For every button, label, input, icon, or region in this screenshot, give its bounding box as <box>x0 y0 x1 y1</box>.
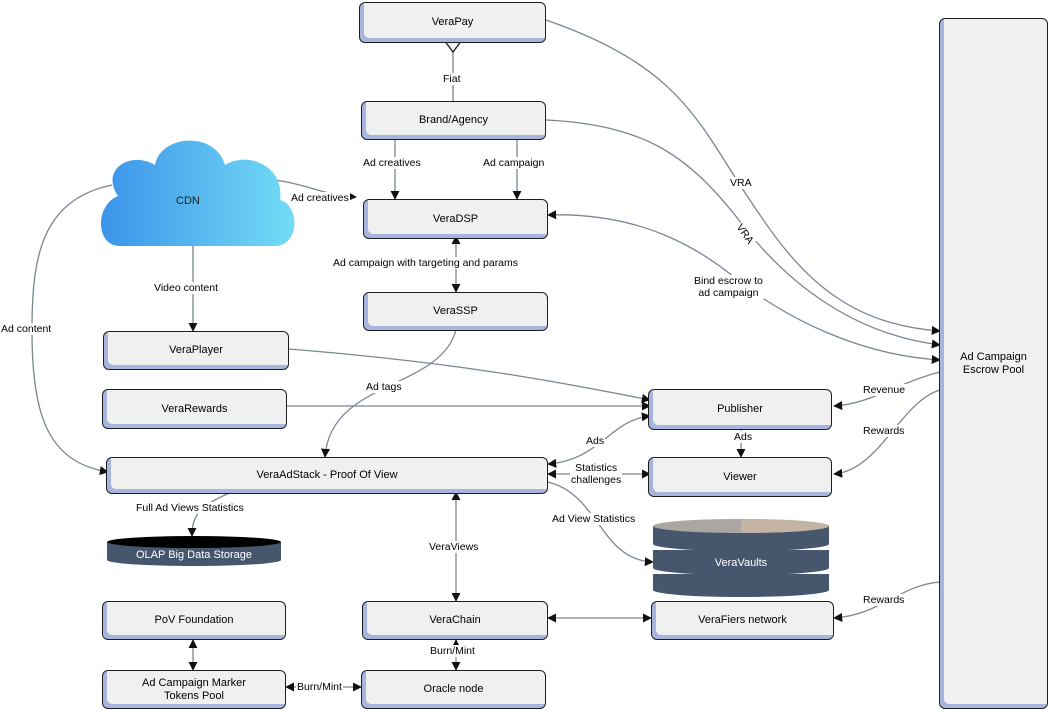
pov-foundation-label: PoV Foundation <box>154 614 234 626</box>
label-ad-view-stats: Ad View Statistics <box>551 513 637 525</box>
marker-pool-label: Ad Campaign Marker Tokens Pool <box>142 676 246 702</box>
veravaults-storage-icon <box>653 519 829 597</box>
label-burn-mint-chain: Burn/Mint <box>429 645 476 657</box>
publisher-label: Publisher <box>717 403 763 415</box>
label-targeting: Ad campaign with targeting and params <box>332 257 520 269</box>
label-burn-mint-pool: Burn/Mint <box>296 681 343 693</box>
veradsp-label: VeraDSP <box>432 212 479 225</box>
verafiers-node: VeraFiers network <box>651 601 834 640</box>
label-ad-tags: Ad tags <box>365 381 403 393</box>
verassp-label: VeraSSP <box>433 305 478 317</box>
adstack-node: VeraAdStack - Proof Of View <box>106 457 548 494</box>
oracle-label: Oracle node <box>423 683 484 695</box>
viewer-node: Viewer <box>648 457 832 497</box>
adstack-label: VeraAdStack - Proof Of View <box>256 469 398 481</box>
veradsp-node: VeraDSP <box>363 199 548 239</box>
verapay-node: VeraPay <box>359 2 546 43</box>
label-vra-1: VRA <box>729 177 753 189</box>
veraplayer-node: VeraPlayer <box>103 331 289 370</box>
verassp-node: VeraSSP <box>363 292 548 331</box>
olap-storage-icon <box>107 536 281 566</box>
edge-full-stats <box>187 491 233 537</box>
cdn-label: CDN <box>176 195 200 207</box>
label-ad-content: Ad content <box>0 323 53 335</box>
label-bind-escrow: Bind escrow to ad campaign <box>693 275 764 299</box>
verachain-label: VeraChain <box>429 614 481 626</box>
brand-agency-node: Brand/Agency <box>361 101 546 140</box>
verarewards-node: VeraRewards <box>102 389 287 429</box>
verapay-label: VeraPay <box>431 16 474 28</box>
edge-ad-tags <box>321 329 457 458</box>
label-rewards-verafiers: Rewards <box>862 594 906 606</box>
verafiers-label: VeraFiers network <box>698 614 787 626</box>
veravaults-label: VeraVaults <box>714 557 768 569</box>
escrow-pool-node: Ad Campaign Escrow Pool <box>939 18 1048 709</box>
label-video-content: Video content <box>153 282 220 294</box>
label-ads-adstack: Ads <box>585 435 606 447</box>
verachain-node: VeraChain <box>362 601 548 640</box>
pov-foundation-node: PoV Foundation <box>102 601 286 640</box>
label-revenue: Revenue <box>862 384 907 396</box>
label-ad-creatives-cdn: Ad creatives <box>290 192 350 204</box>
edge-ad-view-stats <box>547 481 654 567</box>
veraplayer-label: VeraPlayer <box>169 344 223 356</box>
label-ad-campaign: Ad campaign <box>482 157 546 169</box>
label-ad-creatives-brand: Ad creatives <box>362 157 422 169</box>
oracle-node: Oracle node <box>361 670 546 709</box>
edge-player-publisher <box>288 348 651 403</box>
cdn-cloud-icon <box>100 140 295 246</box>
label-fiat: Fiat <box>442 73 462 85</box>
brand-agency-label: Brand/Agency <box>418 114 489 126</box>
escrow-pool-label: Ad Campaign Escrow Pool <box>960 350 1027 376</box>
label-ads-publisher: Ads <box>733 431 754 443</box>
label-rewards-viewer: Rewards <box>862 425 906 437</box>
label-full-stats: Full Ad Views Statistics <box>135 502 245 514</box>
marker-pool-node: Ad Campaign Marker Tokens Pool <box>102 670 286 709</box>
viewer-label: Viewer <box>723 470 757 483</box>
label-veraviews: VeraViews <box>428 541 480 553</box>
olap-label: OLAP Big Data Storage <box>136 549 252 561</box>
label-stat-challenges: Statistics challenges <box>570 462 623 486</box>
verarewards-label: VeraRewards <box>161 402 228 415</box>
publisher-node: Publisher <box>648 389 832 430</box>
